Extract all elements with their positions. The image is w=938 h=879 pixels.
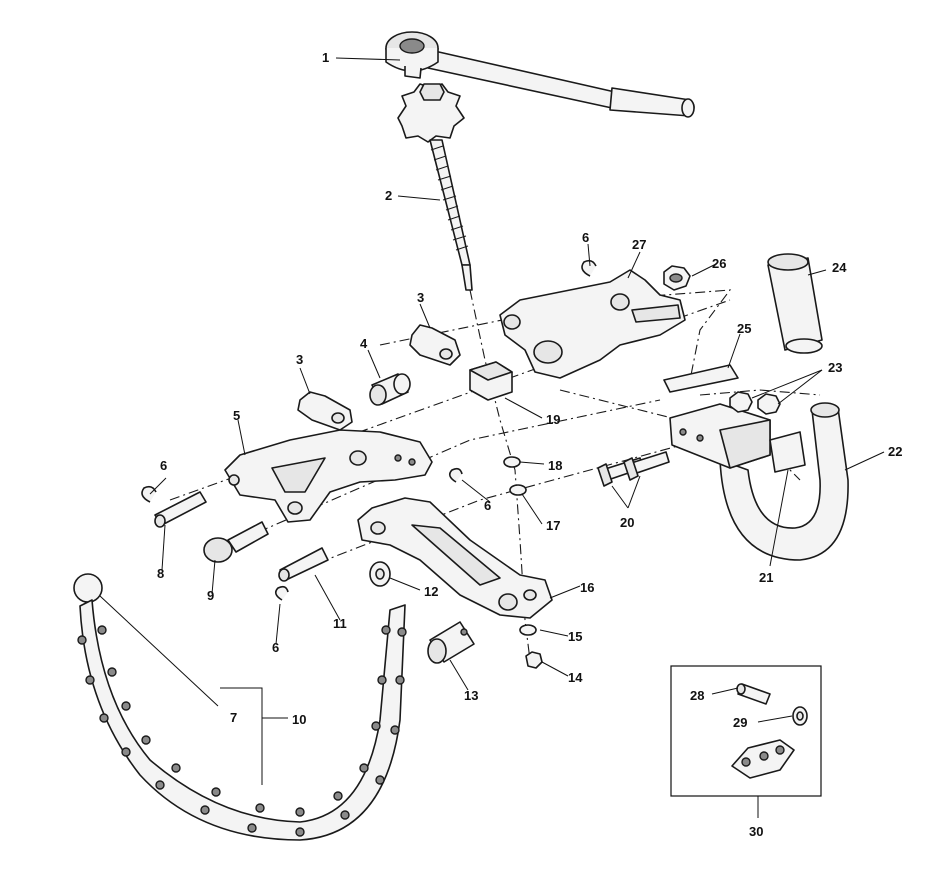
handle-sleeve-part	[767, 253, 823, 354]
label-22: 22	[888, 444, 902, 459]
label-7: 7	[230, 710, 237, 725]
label-3-upper: 3	[417, 290, 424, 305]
label-3-lower: 3	[296, 352, 303, 367]
label-18: 18	[548, 458, 562, 473]
block-part-19	[469, 361, 513, 401]
pin-part-8	[154, 491, 207, 528]
roller-part-4	[369, 373, 411, 406]
part-labels: 1 2 3 3 4 5 6 6 6 6 7 8 9 10 11 12 13 14…	[157, 50, 902, 839]
nut-part-26	[663, 265, 691, 291]
label-23: 23	[828, 360, 842, 375]
label-20: 20	[620, 515, 634, 530]
label-10: 10	[292, 712, 306, 727]
frame-part-5	[224, 429, 433, 523]
plate-part	[663, 364, 739, 393]
bolt-part-9	[203, 521, 269, 563]
label-24: 24	[832, 260, 847, 275]
label-9: 9	[207, 588, 214, 603]
washers-17-18	[503, 456, 527, 496]
label-6-mid: 6	[484, 498, 491, 513]
chain-rollers	[77, 625, 407, 837]
label-5: 5	[233, 408, 240, 423]
yoke-part	[499, 269, 686, 379]
label-12: 12	[424, 584, 438, 599]
label-6-left: 6	[160, 458, 167, 473]
label-6-bottom: 6	[272, 640, 279, 655]
label-14: 14	[568, 670, 583, 685]
label-30: 30	[749, 824, 763, 839]
chain-part-10	[73, 573, 407, 841]
feed-screw-part	[397, 83, 473, 291]
inset-box	[670, 665, 822, 797]
label-19: 19	[546, 412, 560, 427]
barrel-part-13	[427, 621, 475, 664]
label-25: 25	[737, 321, 751, 336]
label-16: 16	[580, 580, 594, 595]
label-27: 27	[632, 237, 646, 252]
label-4: 4	[360, 336, 368, 351]
square-tube-part	[669, 403, 806, 473]
bolts-part-20	[597, 451, 670, 487]
ratchet-handle-part	[385, 31, 695, 118]
washer-part-12	[369, 561, 391, 587]
nut-washer-14-15	[519, 624, 543, 669]
label-29: 29	[733, 715, 747, 730]
label-21: 21	[759, 570, 773, 585]
leader-lines	[99, 57, 885, 818]
label-28: 28	[690, 688, 704, 703]
nuts-part-23	[729, 391, 781, 415]
pin-part-11	[278, 547, 329, 582]
label-17: 17	[546, 518, 560, 533]
label-15: 15	[568, 629, 582, 644]
clips-part-6	[141, 259, 597, 601]
label-8: 8	[157, 566, 164, 581]
link-part-3-lower	[297, 391, 353, 431]
link-part-3-upper	[409, 324, 461, 366]
label-26: 26	[712, 256, 726, 271]
label-6-top: 6	[582, 230, 589, 245]
arm-part-16	[357, 497, 553, 619]
label-11: 11	[333, 616, 347, 631]
curved-handle-part	[719, 402, 849, 561]
label-2: 2	[385, 188, 392, 203]
label-13: 13	[464, 688, 478, 703]
label-1: 1	[322, 50, 329, 65]
